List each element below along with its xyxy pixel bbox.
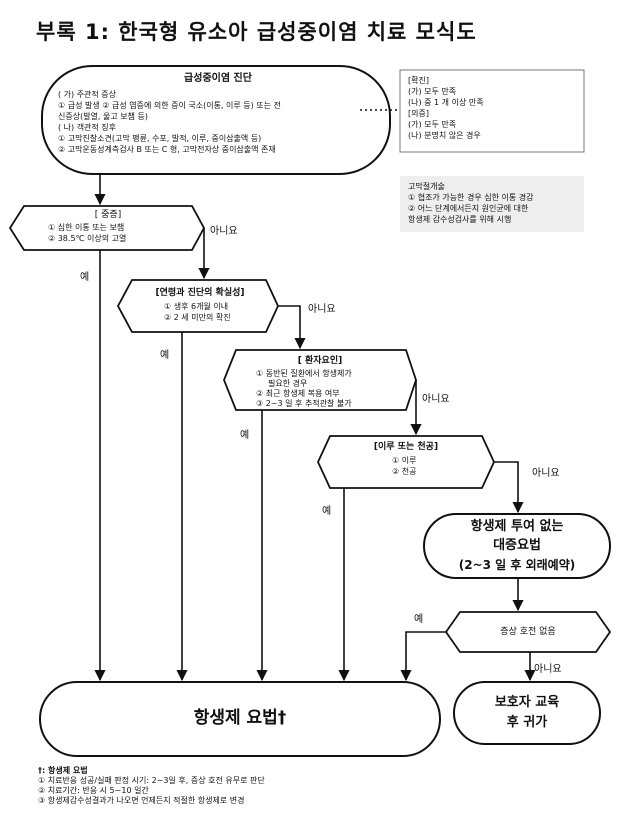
label-yes: 예 [160, 350, 170, 361]
diagnosis-heading: 급성중이염 진단 [184, 73, 252, 84]
age-line: ① 생후 6개월 이내 [164, 302, 229, 311]
criteria-line: (나) 중 1 개 이상 만족 [408, 98, 484, 107]
patient-hexagon [223, 349, 417, 411]
patient-line: ③ 2~3 일 후 추적관찰 불가 [256, 399, 352, 408]
label-no: 아니요 [210, 226, 238, 237]
footnote-line: ② 치료기간: 반응 시 5~10 일간 [38, 786, 149, 795]
watchful-line: 대증요법 [493, 538, 541, 553]
diagnosis-line: ① 고막진찰소견(고막 팽륜, 수포, 발적, 이루, 중이삼출액 등) [58, 134, 262, 143]
severity-hexagon [8, 205, 206, 251]
diagnosis-line: ( 가) 주관적 증상 [58, 90, 117, 99]
education-line: 후 귀가 [506, 715, 548, 730]
arrow-age-no [278, 305, 306, 350]
patient-heading: [ 환자요인] [297, 356, 343, 366]
patient-line: ② 최근 항생제 복용 여부 [256, 389, 340, 398]
myringotomy-box [400, 176, 584, 232]
severity-line: ② 38.5℃ 이상의 고열 [48, 234, 127, 243]
footnote-line: ③ 항생제감수성결과가 나오면 언제든지 적절한 항생제로 변경 [38, 796, 245, 805]
patient-line: ① 동반된 질환에서 항생제가 [256, 369, 352, 378]
patient-line: 필요한 경우 [268, 379, 308, 388]
label-no: 아니요 [532, 468, 560, 479]
myringotomy-title: 고막절개술 [408, 182, 445, 191]
watchful-line: (2~3 일 후 외래예약) [458, 558, 576, 572]
criteria-line: (나) 분명치 않은 경우 [408, 131, 481, 140]
label-yes: 예 [80, 272, 90, 283]
label-yes: 예 [240, 430, 250, 441]
criteria-line: [확진] [408, 76, 429, 85]
watchful-box [423, 513, 611, 579]
diagnosis-line: ② 고막운동성계측검사 B 또는 C 형, 고막전자상 중이삼출액 존재 [58, 145, 276, 154]
myringotomy-line: ② 어느 단계에서든지 원인균에 대한 [408, 204, 529, 213]
age-line: ② 2 세 미만의 확진 [164, 313, 231, 322]
diagnosis-box [41, 65, 391, 175]
severity-line: ① 심한 이통 또는 보챔 [48, 223, 125, 232]
label-no: 아니요 [422, 394, 450, 405]
criteria-line: (가) 모두 만족 [408, 87, 457, 96]
criteria-line: [의증] [408, 109, 429, 118]
antibiotic-therapy-label: 항생제 요법† [193, 708, 287, 728]
label-no: 아니요 [308, 304, 336, 315]
severity-heading: [ 중증] [94, 210, 122, 220]
antibiotic-box [39, 681, 441, 757]
myringotomy-line: ① 협조가 가능한 경우 심한 이통 경감 [408, 193, 534, 202]
label-no: 아니요 [534, 664, 562, 675]
otorrhea-heading: [이루 또는 천공] [373, 442, 439, 452]
label-yes: 예 [414, 614, 424, 625]
otorrhea-hexagon [317, 435, 495, 489]
diagnosis-line: 신증상(발열, 울고 보챔 등) [58, 112, 149, 121]
arrow-improve-yes [400, 631, 446, 682]
age-hexagon [116, 279, 279, 333]
diagnosis-line: ① 급성 발생 ② 급성 염증에 의한 증이 국소(이통, 이루 등) 또는 전 [58, 101, 281, 110]
label-yes: 예 [322, 506, 332, 517]
myringotomy-line: 항생제 감수성검사를 위해 시행 [408, 215, 512, 224]
footnote-title: †: 항생제 요법 [38, 766, 88, 775]
no-improvement-label: 증상 호전 없음 [500, 627, 556, 637]
diagnosis-line: ( 나) 객관적 징후 [58, 123, 117, 132]
footnote-line: ① 치료반응 성공/실패 판정 시기: 2~3일 후, 증상 호전 유무로 판단 [38, 776, 265, 785]
otorrhea-line: ② 천공 [392, 467, 417, 476]
watchful-line: 항생제 투여 없는 [470, 519, 564, 534]
otorrhea-line: ① 이루 [392, 456, 417, 465]
criteria-box [399, 69, 585, 153]
age-heading: [연령과 진단의 확실성] [155, 288, 245, 298]
arrow-otorrhea-no [494, 461, 524, 514]
education-line: 보호자 교육 [494, 695, 560, 710]
page-title: 부록 1: 한국형 유소아 급성중이염 치료 모식도 [36, 20, 477, 44]
education-box [453, 681, 601, 745]
criteria-line: (가) 모두 만족 [408, 120, 457, 129]
